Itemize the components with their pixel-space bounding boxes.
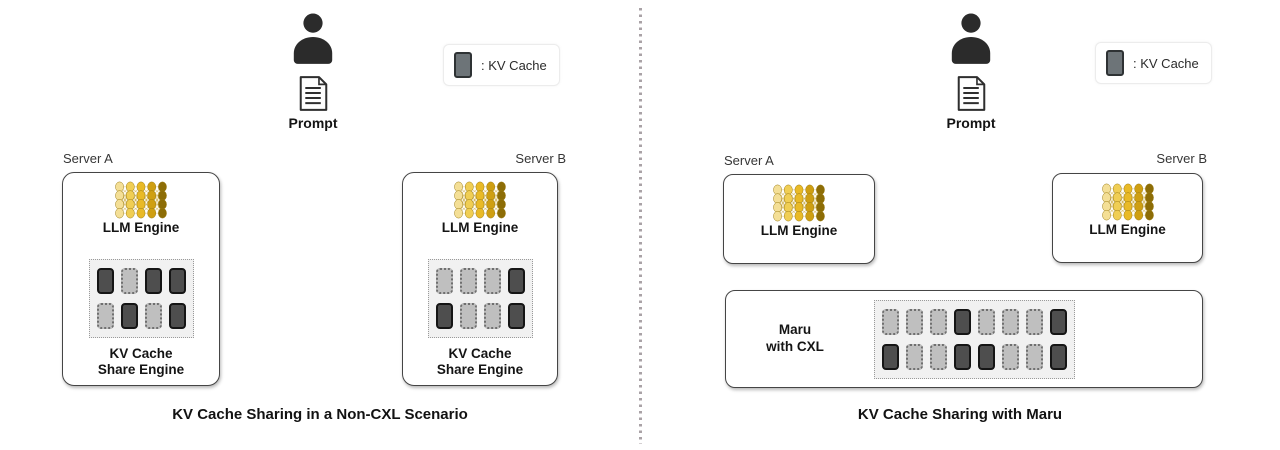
- server-a-box: LLM Engine KV Cache Share Engine: [62, 172, 220, 386]
- prompt-document-icon: [299, 76, 327, 111]
- kv-cache-block-dark: [120, 303, 138, 329]
- person-icon: [951, 13, 991, 64]
- kv-cache-block-light: [930, 343, 947, 370]
- person-icon: [293, 13, 333, 64]
- llm-engine-label: LLM Engine: [760, 223, 838, 238]
- llm-engine-icon: [771, 184, 827, 222]
- kv-cache-block-dark: [1050, 343, 1067, 370]
- kv-cache-block-light: [1002, 343, 1019, 370]
- kv-cache-block-dark: [144, 268, 162, 294]
- kv-cache-block-light: [144, 303, 162, 329]
- maru-with-cxl-box: Maru with CXL: [725, 290, 1203, 388]
- llm-engine-label: LLM Engine: [1089, 222, 1166, 237]
- kv-cache-block-light: [96, 303, 114, 329]
- kv-cache-block-light: [906, 343, 923, 370]
- kv-cache-block-light: [459, 303, 477, 329]
- llm-engine-icon: [113, 181, 169, 219]
- kv-cache-block-light: [483, 303, 501, 329]
- server-a-label: Server A: [724, 153, 774, 168]
- server-b-label: Server B: [515, 151, 566, 166]
- prompt-label: Prompt: [288, 115, 338, 131]
- user-prompt-group: Prompt: [270, 12, 356, 131]
- kv-cache-block-dark: [507, 303, 525, 329]
- maru-label: Maru with CXL: [766, 322, 824, 354]
- left-caption: KV Cache Sharing in a Non-CXL Scenario: [172, 406, 468, 423]
- kv-cache-block-light: [120, 268, 138, 294]
- kv-cache-grid: [88, 259, 194, 338]
- prompt-document-icon: [957, 76, 985, 111]
- server-b-label: Server B: [1156, 151, 1207, 166]
- kv-cache-share-engine-label: KV Cache Share Engine: [436, 346, 524, 378]
- kv-cache-share-engine-label: KV Cache Share Engine: [97, 346, 185, 378]
- server-b-box: LLM Engine KV Cache Share Engine: [402, 172, 558, 386]
- kv-cache-block-dark: [978, 343, 995, 370]
- kv-cache-block-light: [435, 268, 453, 294]
- kv-cache-legend: : KV Cache: [1095, 42, 1212, 84]
- kv-cache-block-light: [1026, 343, 1043, 370]
- kv-cache-block-light: [459, 268, 477, 294]
- kv-cache-block-light: [930, 308, 947, 335]
- llm-engine-icon: [1100, 183, 1156, 221]
- kv-cache-block-light: [1026, 308, 1043, 335]
- kv-cache-block-light: [882, 308, 899, 335]
- kv-cache-block-dark: [168, 303, 186, 329]
- llm-engine-label: LLM Engine: [441, 220, 519, 235]
- user-prompt-group: Prompt: [928, 12, 1014, 131]
- kv-cache-block-light: [1002, 308, 1019, 335]
- panel-non-cxl: Prompt : KV Cache Server A LLM Engine KV…: [62, 12, 566, 423]
- server-b-box: LLM Engine: [1052, 173, 1203, 263]
- llm-engine-label: LLM Engine: [102, 220, 180, 235]
- kv-cache-block-dark: [954, 343, 971, 370]
- legend-label: : KV Cache: [481, 57, 547, 73]
- server-a-label: Server A: [63, 151, 113, 166]
- panel-maru: Prompt : KV Cache Server A LLM Engine Se…: [640, 0, 1280, 450]
- kv-cache-block-dark: [168, 268, 186, 294]
- kv-cache-block-dark: [435, 303, 453, 329]
- kv-cache-block-dark: [1050, 308, 1067, 335]
- kv-cache-block-light: [906, 308, 923, 335]
- kv-cache-legend: : KV Cache: [443, 44, 560, 86]
- llm-engine-icon: [452, 181, 508, 219]
- prompt-label: Prompt: [946, 115, 996, 131]
- kv-cache-grid: [427, 259, 533, 338]
- server-a-box: LLM Engine: [723, 174, 875, 264]
- kv-cache-block-light: [483, 268, 501, 294]
- kv-cache-block-dark: [954, 308, 971, 335]
- shared-kv-cache-grid: [874, 299, 1075, 379]
- kv-cache-swatch-icon: [454, 52, 472, 78]
- kv-cache-block-dark: [882, 343, 899, 370]
- kv-cache-swatch-icon: [1106, 50, 1124, 76]
- kv-cache-block-dark: [507, 268, 525, 294]
- legend-label: : KV Cache: [1133, 55, 1199, 71]
- panel-divider: [639, 8, 642, 444]
- kv-cache-block-light: [978, 308, 995, 335]
- right-caption: KV Cache Sharing with Maru: [857, 406, 1063, 423]
- kv-cache-block-dark: [96, 268, 114, 294]
